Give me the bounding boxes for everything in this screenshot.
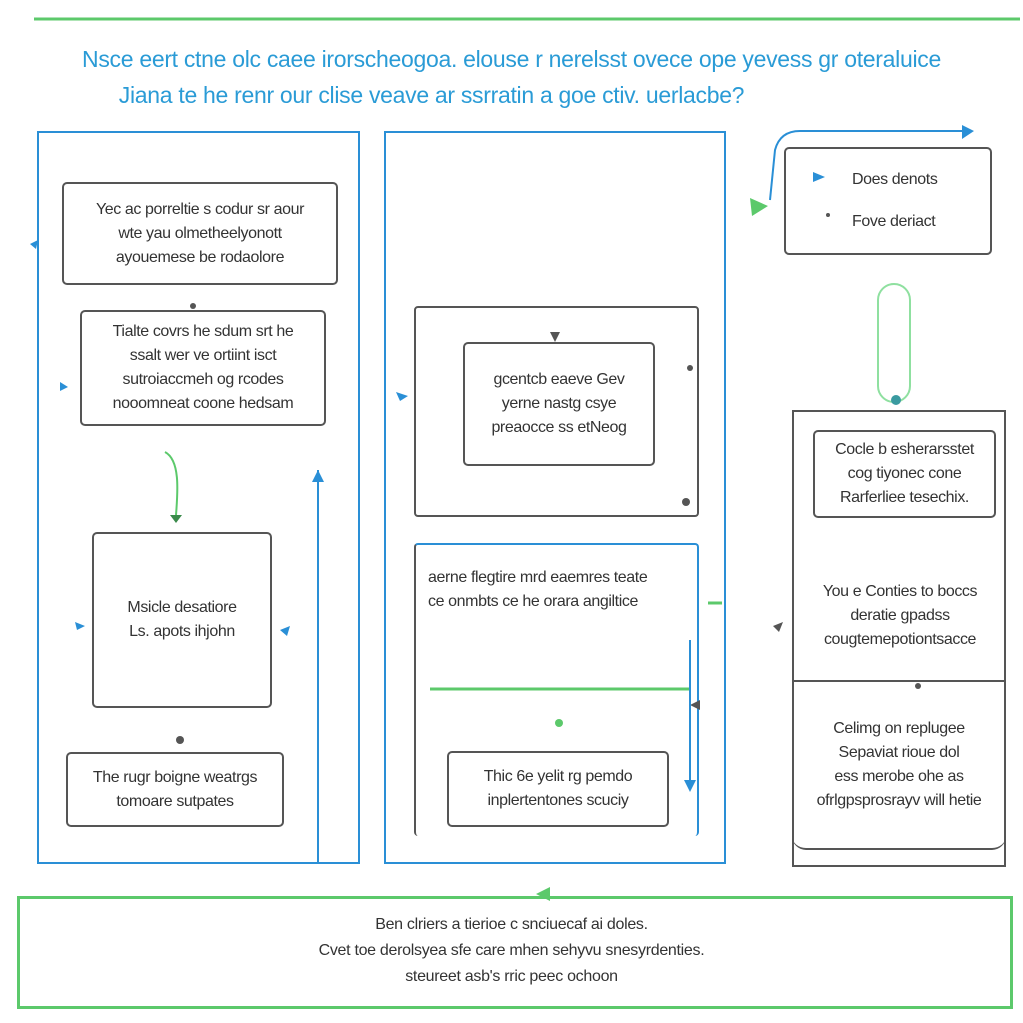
diagram-title-line-1: Nsce eert ctne olc caee irorscheogoa. el… [82, 46, 941, 72]
footer-line-1: Ben clriers a tierioe c snciuecaf ai dol… [375, 916, 648, 933]
left-box-4: The rugr boigne weatrgs tomoare sutpates [66, 752, 284, 827]
left-box-1-line-3: ayouemese be rodaolore [115, 248, 285, 266]
left-box-4-line-2: tomoare sutpates [116, 792, 234, 810]
right-box-3-line-3: ess merobe ohe as [834, 768, 964, 785]
middle-box-3-line-2: inplertentones scuciy [487, 792, 629, 809]
middle-box-3-line-1: Thic 6e yelit rg pemdo [483, 768, 633, 785]
middle-lower-frame [414, 543, 699, 836]
left-panel [37, 131, 360, 864]
right-panel [792, 410, 1006, 867]
left-box-2-line-2: ssalt wer ve ortiint isct [129, 347, 277, 364]
left-box-2-line-3: sutroiaccmeh og rcodes [122, 371, 284, 388]
footer-panel [17, 896, 1013, 1009]
right-box-3-line-1: Celimg on replugee [833, 720, 965, 737]
legend-item-1: Does denots [852, 171, 938, 188]
middle-box-2-line-2: ce onmbts ce he orara angiltice [428, 593, 638, 610]
middle-box-1-line-2: yerne nastg csye [501, 395, 617, 412]
right-box-1-line-1: Cocle b esherarsstet [835, 441, 974, 458]
middle-box-1-line-1: gcentcb eaeve Gev [493, 371, 625, 388]
left-box-3-line-1: Msicle desatiore [127, 599, 237, 616]
right-box-2: You e Conties to boccs deratie gpadss co… [795, 580, 1005, 652]
right-box-2-line-1: You e Conties to boccs [822, 583, 978, 600]
left-box-2-line-4: nooomneat coone hedsam [112, 395, 294, 412]
right-box-3-line-2: Sepaviat rioue dol [838, 744, 960, 761]
middle-box-2-line-1: aerne flegtire mrd eaemres teate [428, 569, 648, 586]
arrowhead-right-1 [773, 622, 783, 632]
arrowhead-loop-right [962, 125, 974, 139]
right-box-1: Cocle b esherarsstet cog tiyonec cone Ra… [813, 430, 996, 518]
middle-inner-frame [414, 306, 699, 517]
right-box-1-line-2: cog tiyonec cone [847, 465, 962, 482]
left-box-3: Msicle desatiore Ls. apots ihjohn [92, 532, 272, 708]
right-box-2-line-2: deratie gpadss [850, 607, 950, 624]
right-box-2-line-3: cougtemepotiontsacce [823, 631, 977, 648]
diagram-title-line-2: Jiana te he renr our clise veave ar ssrr… [118, 82, 745, 108]
right-box-3: Celimg on replugee Sepaviat rioue dol es… [792, 680, 1006, 850]
green-capsule [877, 283, 911, 403]
left-box-2: Tialte covrs he sdum srt he ssalt wer ve… [80, 310, 326, 426]
right-box-3-line-4: ofrlgpsprosrayv will hetie [816, 792, 982, 809]
left-box-1-line-2: wte yau olmetheelyonott [118, 224, 282, 242]
middle-box-1-line-3: preaocce ss etNeog [491, 419, 627, 436]
left-box-4-line-1: The rugr boigne weatrgs [92, 768, 258, 786]
connector-dot-right [891, 395, 901, 405]
legend-box: Does denots Fove deriact [784, 147, 992, 255]
left-box-3-line-2: Ls. apots ihjohn [129, 623, 235, 640]
footer-line-3: steureet asb's rric peec ochoon [405, 968, 618, 985]
footer-line-2: Cvet toe derolsyea sfe care mhen sehyvu … [318, 942, 705, 959]
left-box-2-line-1: Tialte covrs he sdum srt he [112, 323, 294, 340]
middle-box-2-text: aerne flegtire mrd eaemres teate ce onmb… [428, 566, 694, 614]
middle-box-1: gcentcb eaeve Gev yerne nastg csye preao… [463, 342, 655, 466]
left-box-1: Yec ac porreltie s codur sr aour wte yau… [62, 182, 338, 285]
middle-panel [384, 131, 726, 864]
arrowhead-green-right [750, 198, 768, 216]
middle-box-3: Thic 6e yelit rg pemdo inplertentones sc… [447, 751, 669, 827]
left-box-1-line-1: Yec ac porreltie s codur sr aour [95, 200, 305, 218]
legend-item-2: Fove deriact [852, 213, 936, 230]
right-box-1-line-3: Rarferliee tesechix. [840, 489, 969, 506]
